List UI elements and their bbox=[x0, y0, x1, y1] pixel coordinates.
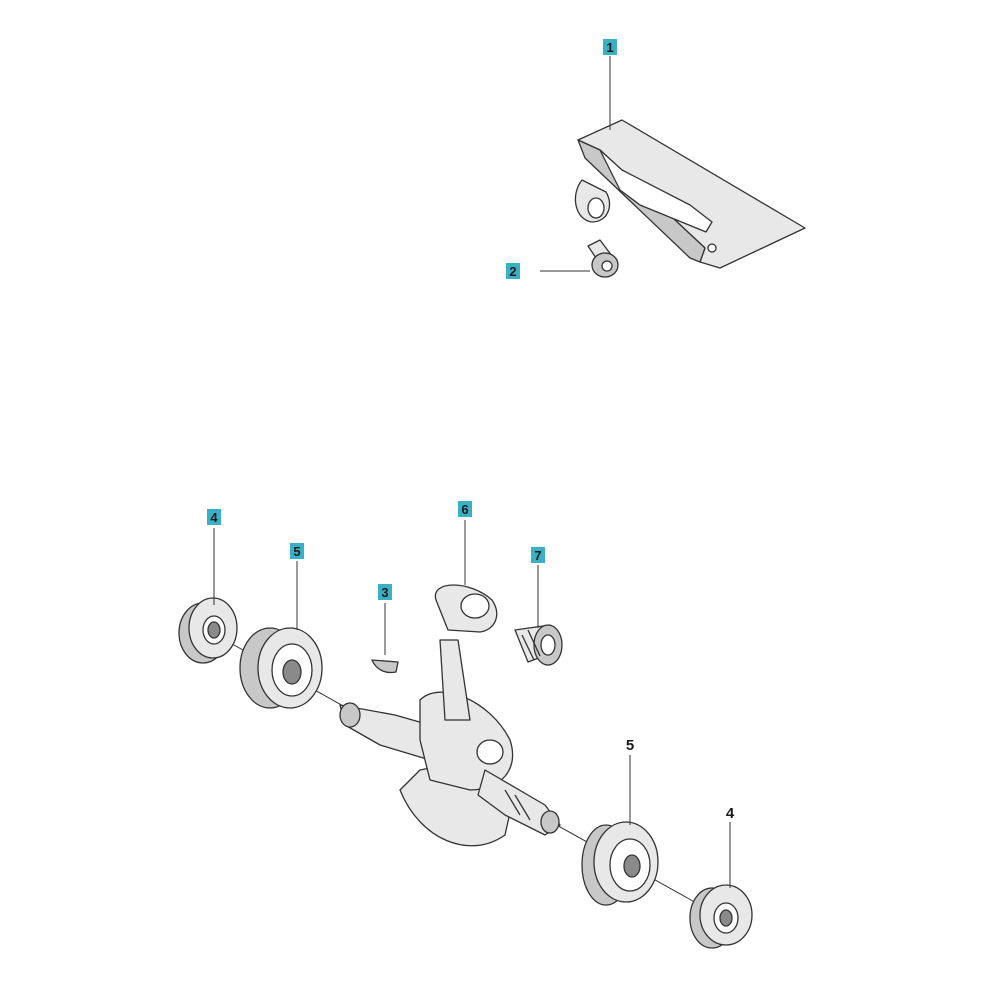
callout-7: 7 bbox=[531, 547, 545, 563]
callout-6: 6 bbox=[458, 501, 472, 517]
leader-lines bbox=[213, 56, 731, 888]
callout-5-right-label: 5 bbox=[626, 737, 634, 754]
crankshaft-part bbox=[339, 584, 561, 847]
callout-2: 2 bbox=[506, 263, 520, 279]
callout-1: 1 bbox=[603, 39, 617, 55]
seal-right-part bbox=[689, 884, 753, 949]
bearing-left-part bbox=[239, 627, 323, 709]
callout-7-label: 7 bbox=[534, 548, 541, 563]
callout-3-label: 3 bbox=[381, 585, 388, 600]
callout-4-left-label: 4 bbox=[210, 510, 218, 525]
callout-5-left-label: 5 bbox=[293, 544, 300, 559]
callout-5-left: 5 bbox=[290, 543, 304, 559]
seal-left-part bbox=[178, 597, 238, 664]
callout-6-label: 6 bbox=[461, 502, 468, 517]
callout-1-label: 1 bbox=[606, 40, 613, 55]
callout-3: 3 bbox=[378, 584, 392, 600]
callout-4-right-label: 4 bbox=[726, 805, 735, 822]
callout-4-right: 4 bbox=[726, 805, 735, 822]
callout-2-label: 2 bbox=[509, 264, 516, 279]
callout-5-right: 5 bbox=[626, 737, 634, 754]
needle-bearing-part bbox=[514, 624, 563, 666]
screw-part bbox=[587, 239, 619, 278]
bearing-right-part bbox=[581, 821, 659, 906]
cover-plate-part bbox=[574, 119, 806, 269]
woodruff-key-part bbox=[371, 659, 399, 674]
callout-4-left: 4 bbox=[207, 509, 221, 525]
